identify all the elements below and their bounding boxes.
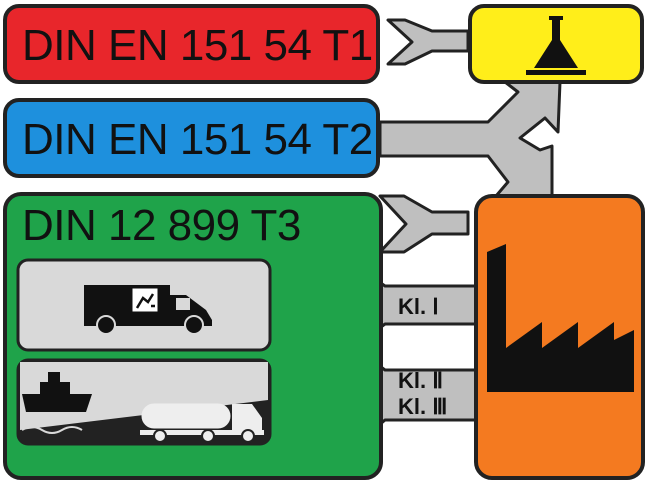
van-icon bbox=[84, 285, 212, 335]
factory-icon bbox=[487, 244, 634, 392]
arrow-t2-to-lab-and-factory bbox=[378, 80, 562, 198]
box-din-en-15154-t2 bbox=[3, 98, 380, 178]
transport-panel-sky bbox=[20, 362, 268, 430]
tanker-truck-icon bbox=[140, 403, 264, 443]
arrow-t1-to-lab bbox=[386, 18, 470, 66]
box-din-en-15154-t1 bbox=[3, 4, 380, 84]
label-t2: DIN EN 151 54 T2 bbox=[22, 115, 373, 164]
label-class-1: Kl. Ⅰ bbox=[398, 294, 439, 319]
label-t1: DIN EN 151 54 T1 bbox=[22, 21, 373, 70]
flask-icon bbox=[526, 16, 586, 75]
label-class-2: Kl. Ⅱ bbox=[398, 368, 443, 393]
label-t3: DIN 12 899 T3 bbox=[22, 201, 301, 250]
arrow-t3-to-factory bbox=[378, 194, 470, 254]
label-class-3: Kl. Ⅲ bbox=[398, 394, 447, 419]
ship-icon bbox=[21, 372, 92, 434]
